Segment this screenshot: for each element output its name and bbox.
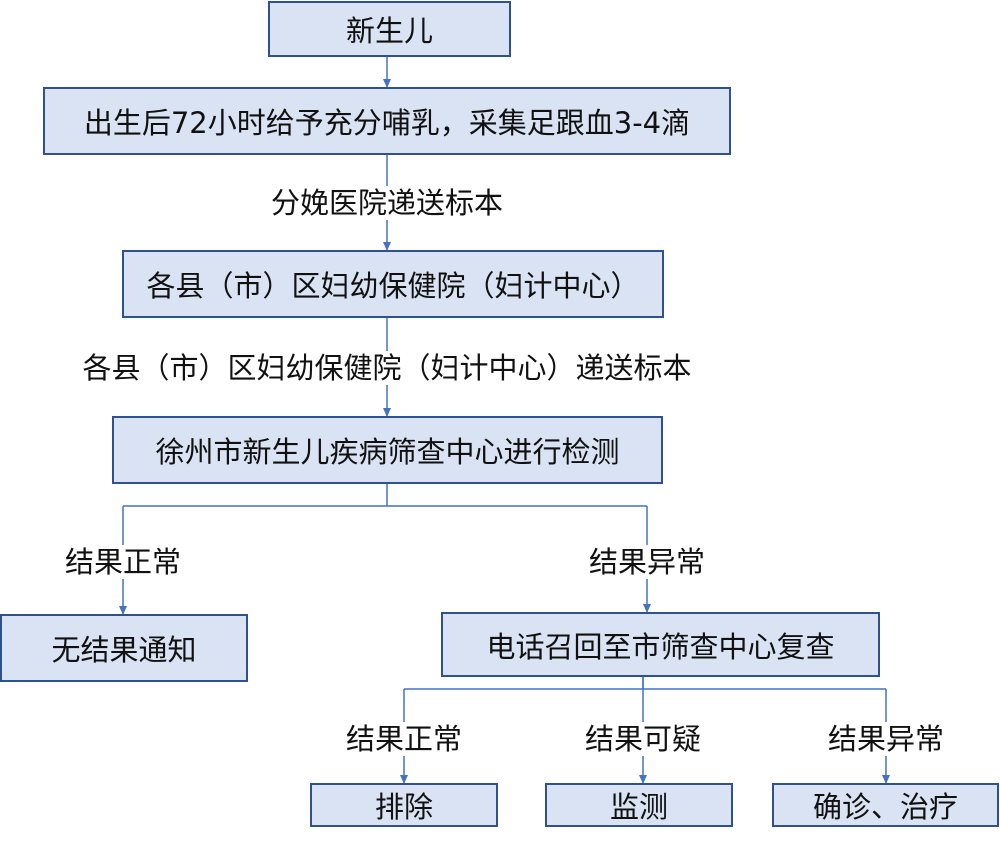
node-no-result-notice: 无结果通知 bbox=[0, 614, 248, 682]
edge-recheck-abnormal: 结果异常 bbox=[825, 722, 947, 756]
node-recall-recheck: 电话召回至市筛查中心复查 bbox=[441, 612, 880, 677]
node-county-hospital: 各县（市）区妇幼保健院（妇计中心） bbox=[122, 250, 664, 318]
node-diagnose-treat: 确诊、治疗 bbox=[772, 783, 999, 827]
node-screening-center: 徐州市新生儿疾病筛查中心进行检测 bbox=[112, 416, 663, 484]
edge-hospital-send: 分娩医院递送标本 bbox=[268, 186, 506, 220]
edge-county-send: 各县（市）区妇幼保健院（妇计中心）递送标本 bbox=[80, 351, 694, 385]
edge-recheck-normal: 结果正常 bbox=[343, 722, 465, 756]
node-monitor: 监测 bbox=[545, 783, 733, 827]
edge-recheck-suspect: 结果可疑 bbox=[582, 722, 704, 756]
edge-result-normal: 结果正常 bbox=[62, 545, 184, 579]
node-exclude: 排除 bbox=[310, 783, 498, 827]
node-newborn: 新生儿 bbox=[268, 1, 511, 57]
node-collect-blood: 出生后72小时给予充分哺乳，采集足跟血3-4滴 bbox=[43, 87, 731, 155]
edge-result-abnormal: 结果异常 bbox=[586, 545, 708, 579]
